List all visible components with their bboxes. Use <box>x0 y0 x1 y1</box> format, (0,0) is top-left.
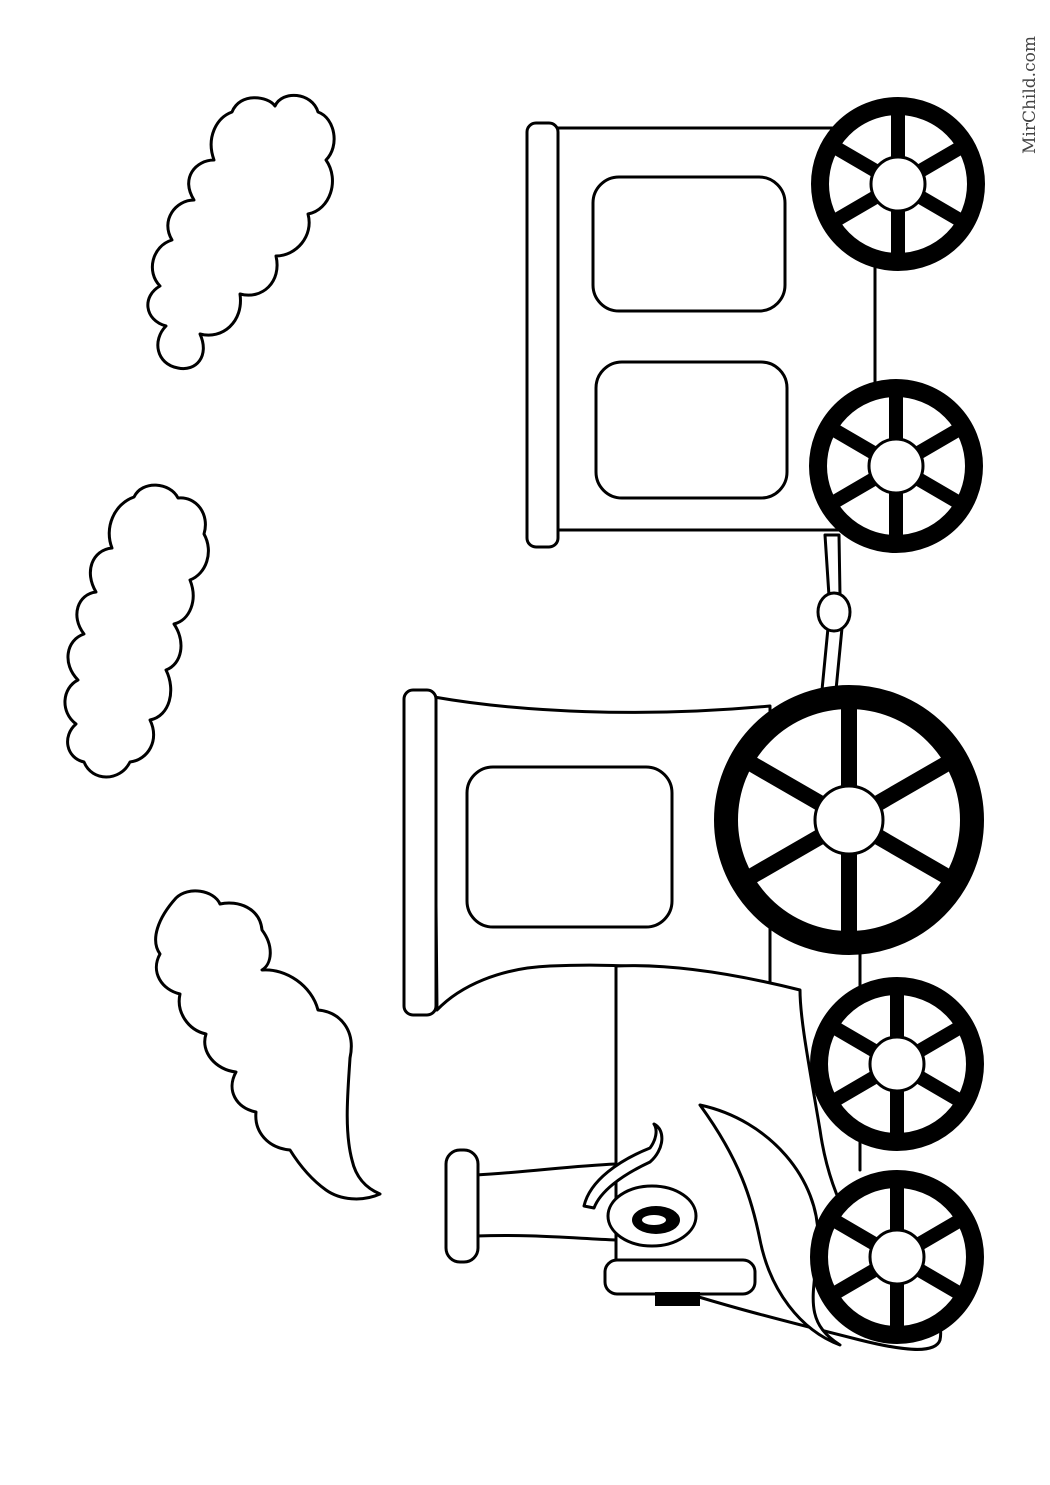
locomotive-window <box>465 765 674 929</box>
coupling-joint <box>816 591 852 633</box>
front-buffer <box>603 1258 757 1296</box>
wheel-carriage-rear <box>809 379 983 553</box>
chimney-cap <box>444 1148 480 1264</box>
locomotive-chimney <box>474 1162 618 1242</box>
watermark-text: MirChild.com <box>1020 36 1040 154</box>
carriage-window-upper <box>591 175 787 313</box>
cloud-top <box>146 93 336 371</box>
locomotive-cab-roof <box>402 688 438 1017</box>
wheel-locomotive-front <box>810 1170 984 1344</box>
buffer-shadow <box>655 1292 700 1306</box>
wheel-locomotive-middle <box>810 977 984 1151</box>
carriage-end-plate <box>525 121 560 549</box>
locomotive-nose-curve <box>698 1103 842 1347</box>
carriage-window-lower <box>594 360 789 500</box>
wheel-carriage-front <box>811 97 985 271</box>
wheel-locomotive-large <box>714 685 984 955</box>
eye-highlight <box>642 1215 666 1225</box>
eyebrow <box>582 1122 664 1210</box>
cloud-smoke <box>154 889 382 1201</box>
cloud-middle <box>63 483 210 779</box>
